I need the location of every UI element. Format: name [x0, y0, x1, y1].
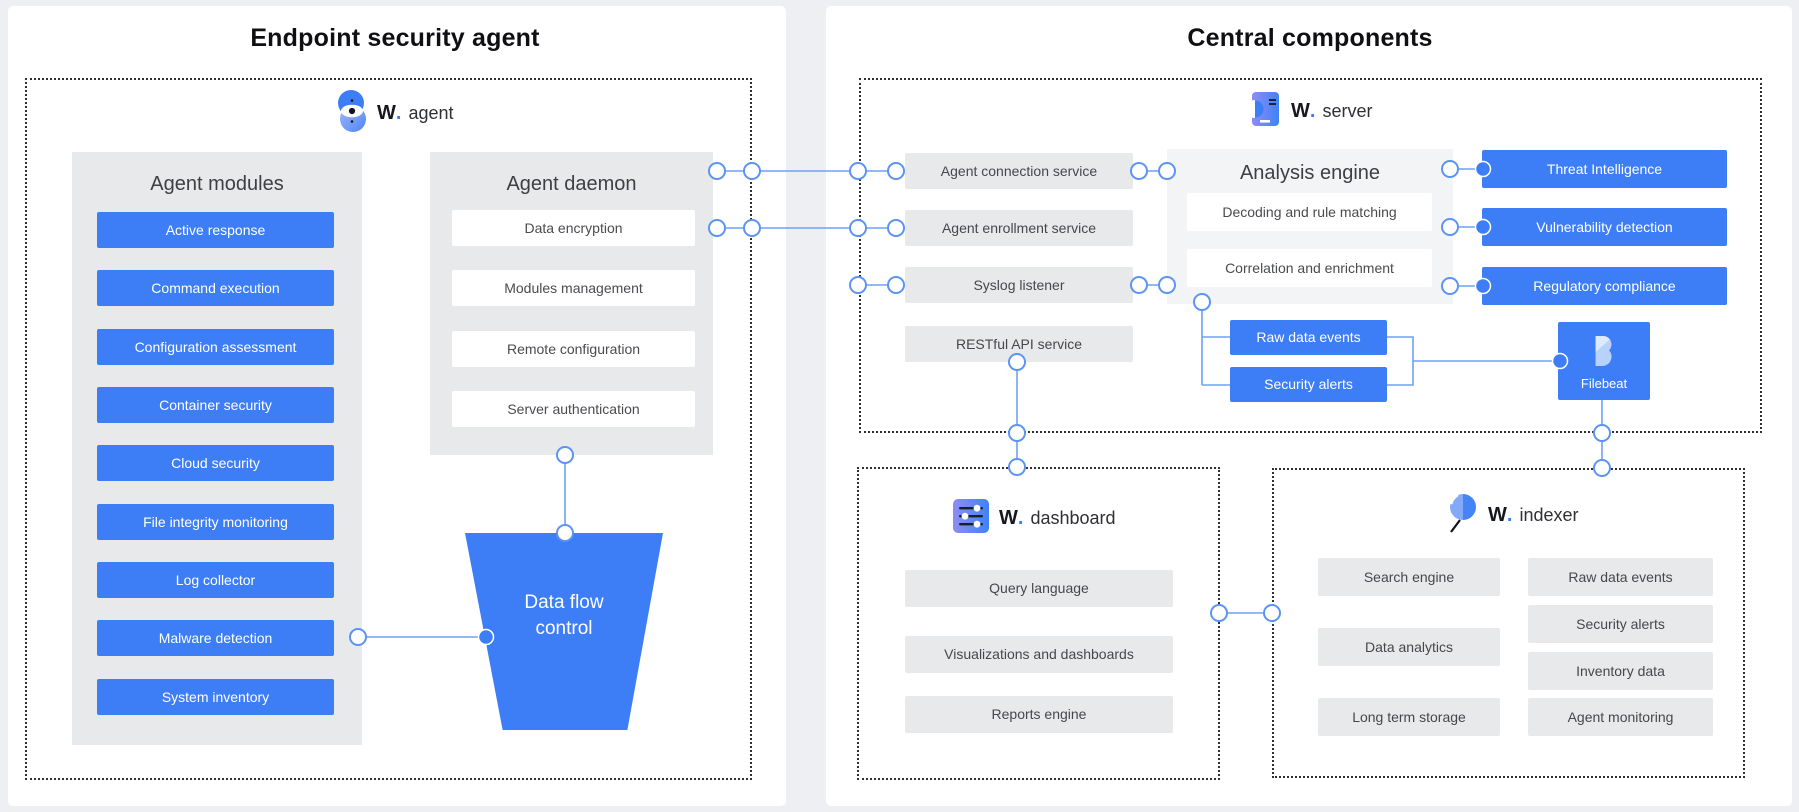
service-box: RESTful API service — [905, 326, 1133, 362]
indexer-dashed-box — [1272, 468, 1745, 778]
product-name: agent — [408, 102, 454, 123]
indexer-box: Search engine — [1318, 558, 1500, 596]
capability-box: Regulatory compliance — [1482, 267, 1727, 305]
agent-daemon-header: Agent daemon — [506, 173, 637, 195]
daemon-box: Data encryption — [452, 210, 695, 246]
indexer-box: Data analytics — [1318, 628, 1500, 666]
module-box: Log collector — [97, 562, 334, 598]
wazuh-server-icon — [1245, 89, 1281, 134]
daemon-box: Remote configuration — [452, 331, 695, 367]
filebeat-box: Filebeat — [1558, 322, 1650, 400]
central-section-title: Central components — [1187, 24, 1433, 52]
capability-box: Threat Intelligence — [1482, 150, 1727, 188]
wazuh-indexer-icon — [1444, 492, 1478, 539]
module-box: Active response — [97, 212, 334, 248]
module-box: System inventory — [97, 679, 334, 715]
output-box: Security alerts — [1230, 367, 1387, 402]
dashboard-box: Reports engine — [905, 696, 1173, 733]
module-box: Command execution — [97, 270, 334, 306]
wazuh-agent-icon — [337, 89, 367, 138]
indexer-box: Agent monitoring — [1528, 698, 1713, 736]
brand-letter: W — [999, 506, 1018, 529]
dashboard-dashed-box — [857, 467, 1220, 780]
analysis-box: Decoding and rule matching — [1187, 193, 1432, 231]
dashboard-box: Visualizations and dashboards — [905, 636, 1173, 673]
module-box: Configuration assessment — [97, 329, 334, 365]
analysis-box: Correlation and enrichment — [1187, 249, 1432, 287]
data-flow-funnel-label: Data flow control — [524, 592, 604, 639]
brand-letter: W — [377, 101, 396, 124]
data-flow-funnel — [465, 533, 663, 730]
indexer-box: Long term storage — [1318, 698, 1500, 736]
wazuh-indexer-label: W. indexer — [1444, 492, 1579, 539]
wazuh-dashboard-icon — [953, 498, 989, 538]
indexer-box: Raw data events — [1528, 558, 1713, 596]
filebeat-logo-icon — [1589, 334, 1619, 372]
server-dashed-box — [859, 78, 1762, 433]
module-box: File integrity monitoring — [97, 504, 334, 540]
product-name: server — [1322, 100, 1373, 121]
brand-dot: . — [395, 101, 402, 124]
dashboard-box: Query language — [905, 570, 1173, 607]
capability-box: Vulnerability detection — [1482, 208, 1727, 246]
module-box: Cloud security — [97, 445, 334, 481]
brand-letter: W — [1488, 503, 1507, 526]
brand-letter: W — [1291, 99, 1310, 122]
filebeat-label: Filebeat — [1580, 376, 1628, 392]
module-box: Malware detection — [97, 620, 334, 656]
indexer-box: Inventory data — [1528, 652, 1713, 690]
brand-dot: . — [1017, 506, 1024, 529]
agent-modules-header: Agent modules — [150, 173, 284, 195]
wazuh-agent-label: W. agent — [337, 89, 454, 138]
service-box: Agent connection service — [905, 153, 1133, 189]
product-name: dashboard — [1030, 507, 1116, 528]
daemon-box: Modules management — [452, 270, 695, 306]
indexer-box: Security alerts — [1528, 605, 1713, 643]
output-box: Raw data events — [1230, 320, 1387, 355]
wazuh-dashboard-label: W. dashboard — [953, 498, 1116, 538]
module-box: Container security — [97, 387, 334, 423]
brand-dot: . — [1506, 503, 1513, 526]
wazuh-server-label: W. server — [1245, 90, 1372, 132]
analysis-engine-header: Analysis engine — [1239, 162, 1381, 184]
daemon-box: Server authentication — [452, 391, 695, 427]
service-box: Agent enrollment service — [905, 210, 1133, 246]
service-box: Syslog listener — [905, 267, 1133, 303]
agent-dashed-box — [25, 78, 752, 780]
product-name: indexer — [1519, 504, 1579, 525]
endpoint-section-title: Endpoint security agent — [250, 24, 540, 52]
brand-dot: . — [1309, 99, 1316, 122]
